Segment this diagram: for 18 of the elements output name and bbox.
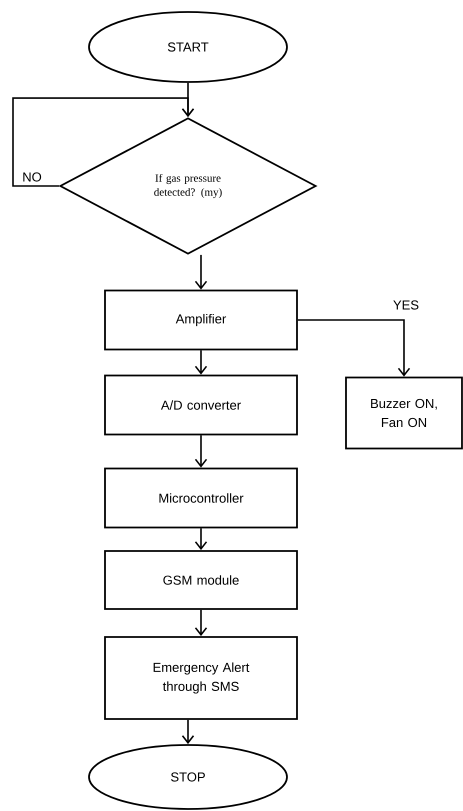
arrow xyxy=(298,319,410,377)
process-box: Amplifier xyxy=(104,290,298,350)
edge-label: YES xyxy=(392,299,420,311)
process-box: Buzzer ON, Fan ON xyxy=(345,376,463,450)
terminal: STOP xyxy=(88,744,288,810)
process-box: A/D converter xyxy=(104,374,298,436)
arrow xyxy=(12,97,194,187)
arrow xyxy=(194,254,208,290)
process-box: Microcontroller xyxy=(104,468,298,528)
arrow xyxy=(194,610,208,636)
process-box: GSM module xyxy=(104,550,298,610)
arrow xyxy=(194,435,208,468)
edge-label: NO xyxy=(21,171,43,183)
arrow xyxy=(194,350,208,375)
arrow xyxy=(182,720,194,744)
terminal: START xyxy=(88,11,288,83)
process-box: Emergency Alert through SMS xyxy=(104,636,298,720)
arrow xyxy=(194,528,208,550)
